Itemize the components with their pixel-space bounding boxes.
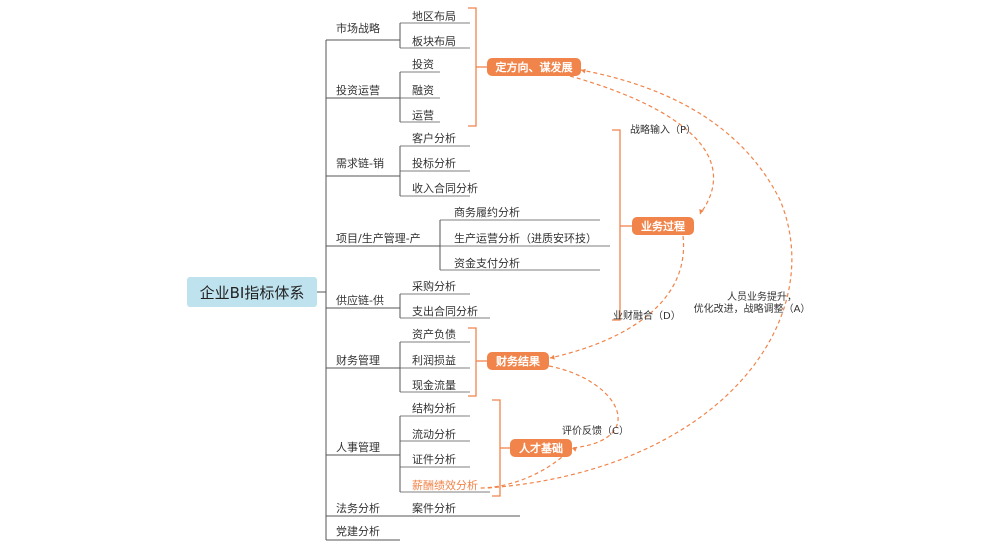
leaf-case-analysis: 案件分析: [412, 502, 456, 515]
leaf-structure-analysis: 结构分析: [412, 402, 456, 415]
bracket-business: [612, 129, 621, 321]
root-node: 企业BI指标体系: [187, 277, 317, 307]
leaf-procurement: 采购分析: [412, 280, 456, 293]
leaf-fund-payment: 资金支付分析: [454, 257, 520, 270]
leaf-certificate-analysis: 证件分析: [412, 453, 456, 466]
group-talent-foundation: 人才基础: [510, 439, 572, 457]
group-direction-development: 定方向、谋发展: [487, 58, 581, 76]
branch-project-production: 项目/生产管理-产: [336, 232, 421, 245]
arrowhead-finance: [550, 354, 555, 360]
leaf-financing: 融资: [412, 84, 434, 97]
branch-supply-chain: 供应链-供: [336, 294, 384, 307]
branch-demand-chain: 需求链-销: [336, 157, 384, 170]
leaf-sector-layout: 板块布局: [412, 35, 456, 48]
leaf-business-performance: 商务履约分析: [454, 206, 520, 219]
branch-market-strategy: 市场战略: [336, 22, 380, 35]
note-business-finance: 业财融合（D）: [613, 311, 681, 322]
bracket-talent: [492, 399, 501, 497]
branch-legal: 法务分析: [336, 502, 380, 515]
leaf-customer-analysis: 客户分析: [412, 132, 456, 145]
branch-party-building: 党建分析: [336, 525, 380, 538]
arrow-evaluation-feedback: [548, 365, 619, 449]
note-strategy-input: 战略输入（P）: [630, 125, 697, 136]
branch-investment-operation: 投资运营: [336, 84, 380, 97]
leaf-profit-loss: 利润损益: [412, 354, 456, 367]
leaf-operation: 运营: [412, 109, 434, 122]
leaf-bid-analysis: 投标分析: [412, 157, 456, 170]
arrowhead-direction: [581, 68, 586, 74]
arrow-strategy-input: [569, 75, 715, 215]
leaf-expense-contract: 支出合同分析: [412, 305, 478, 318]
leaf-cash-flow: 现金流量: [412, 379, 456, 392]
bracket-finance: [468, 327, 477, 397]
leaf-investment: 投资: [412, 58, 434, 71]
note-improvement-line2: 优化改进，战略调整（A）: [693, 304, 811, 315]
arrow-improvement: [487, 69, 793, 489]
leaf-income-contract: 收入合同分析: [412, 182, 478, 195]
arrow-business-finance: [549, 235, 685, 359]
leaf-region-layout: 地区布局: [412, 10, 456, 23]
note-improvement-line1: 人员业务提升，: [727, 292, 797, 303]
arrowhead-business: [699, 209, 704, 214]
leaf-mobility-analysis: 流动分析: [412, 428, 456, 441]
leaf-salary-performance: 薪酬绩效分析: [412, 479, 478, 492]
leaf-balance-sheet: 资产负债: [412, 328, 456, 341]
note-evaluation-feedback: 评价反馈（C）: [562, 426, 629, 437]
branch-hr: 人事管理: [336, 441, 380, 454]
arrowhead-talent: [572, 447, 577, 452]
leaf-production-operation: 生产运营分析（进质安环技）: [454, 232, 597, 245]
group-business-process: 业务过程: [632, 217, 694, 235]
bracket-direction: [468, 7, 477, 127]
branch-finance: 财务管理: [336, 354, 380, 367]
group-financial-result: 财务结果: [487, 352, 549, 370]
